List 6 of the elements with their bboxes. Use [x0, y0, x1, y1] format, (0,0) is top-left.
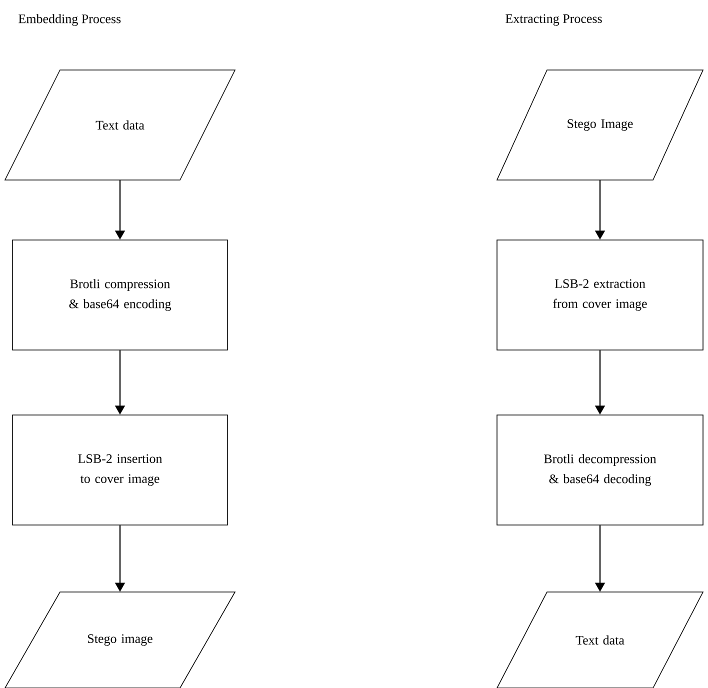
section-heading: Embedding Process — [18, 14, 121, 26]
section-heading: Extracting Process — [506, 14, 602, 26]
process-box: Brotli decompression & base64 decoding — [496, 414, 704, 526]
process-box: Brotli compression & base64 encoding — [12, 240, 228, 350]
process-box: LSB-2 insertion to cover image — [12, 414, 228, 526]
process-box: LSB-2 extraction from cover image — [496, 240, 704, 350]
